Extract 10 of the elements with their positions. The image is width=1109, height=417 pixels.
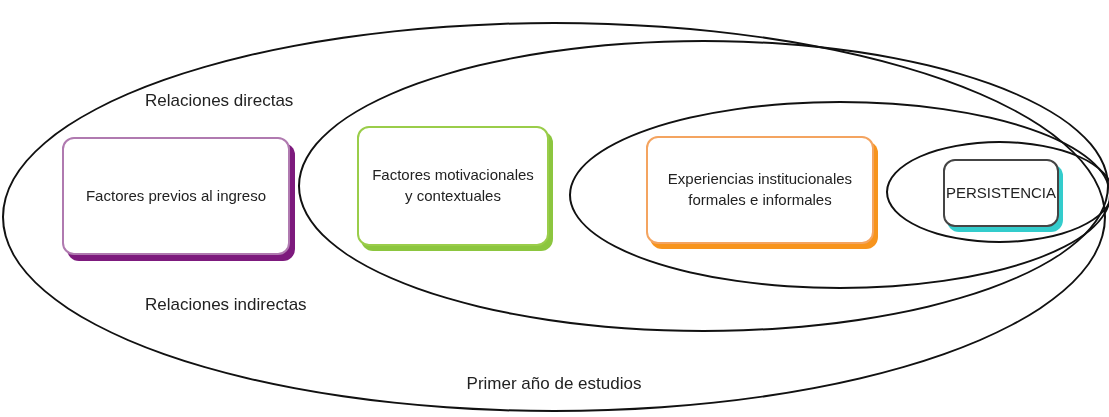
ellipse <box>569 101 1109 289</box>
box-text: Factores previos al ingreso <box>85 185 267 206</box>
box-text: Factores motivacionales y contextuales <box>371 165 535 206</box>
box-text: Experiencias institucionales formales e informales <box>666 169 854 210</box>
ellipse <box>886 141 1109 243</box>
ellipse-label: Primer año de estudios <box>465 372 643 395</box>
ellipse <box>2 22 1106 412</box>
box-text: PERSISTENCIA <box>946 182 1056 203</box>
relation-label: Relaciones directas <box>145 90 294 112</box>
relation-label: Relaciones indirectas <box>145 294 307 316</box>
